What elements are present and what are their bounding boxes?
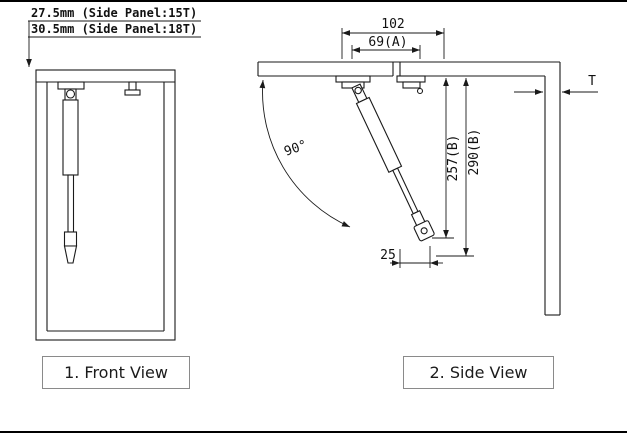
dim-102-label: 102 xyxy=(381,17,404,32)
dim-69a: 69(A) xyxy=(351,35,421,59)
cylinder-body xyxy=(355,96,403,173)
dim-290b-label: 290(B) xyxy=(467,129,482,176)
opening-arc xyxy=(259,79,351,228)
dim-thickness-t: T xyxy=(514,74,598,95)
note-18t-label: 30.5mm (Side Panel:18T) xyxy=(31,22,197,36)
hinge-bracket xyxy=(396,75,426,95)
piston-rod xyxy=(392,167,419,215)
hinge-pin xyxy=(416,87,424,95)
angle-label: 90° xyxy=(282,138,309,160)
top-border-line xyxy=(0,0,627,2)
ball-joint-top xyxy=(354,86,362,95)
ball-joint xyxy=(65,89,76,99)
top-bracket-plate xyxy=(57,81,85,90)
dim-69a-label: 69(A) xyxy=(368,35,407,50)
front-view-caption: 1. Front View xyxy=(42,356,190,389)
bracket-plate xyxy=(335,75,371,83)
gas-spring-front xyxy=(57,81,85,264)
front-view-caption-label: 1. Front View xyxy=(64,363,168,382)
stud-head xyxy=(124,89,141,96)
gas-spring-side xyxy=(351,83,435,242)
dim-25-label: 25 xyxy=(380,248,396,263)
cylinder-body xyxy=(62,99,79,176)
dim-257b-label: 257(B) xyxy=(446,135,461,182)
front-view-drawing xyxy=(35,69,176,341)
end-fitting xyxy=(63,231,78,247)
cabinet-outline xyxy=(35,69,176,341)
dim-t-label: T xyxy=(588,74,596,89)
dim-25: 25 xyxy=(380,246,443,268)
spring-top-bracket xyxy=(335,75,371,89)
ball-joint-bottom xyxy=(420,227,428,235)
dim-290b: 290(B) xyxy=(436,77,482,257)
side-view-caption-label: 2. Side View xyxy=(429,363,528,382)
dim-102: 102 xyxy=(341,17,445,59)
piston-rod xyxy=(67,174,75,233)
mounting-stud xyxy=(124,81,141,96)
bottom-border-line xyxy=(0,431,627,433)
stud-shaft xyxy=(128,81,137,91)
hinge-arm xyxy=(402,81,421,89)
side-view-caption: 2. Side View xyxy=(403,356,554,389)
end-tip xyxy=(63,245,78,264)
panel-thickness-notes: 27.5mm (Side Panel:15T) 30.5mm (Side Pan… xyxy=(26,6,201,68)
note-15t-label: 27.5mm (Side Panel:15T) xyxy=(31,6,197,20)
side-view-drawing: 90° 102 xyxy=(257,17,598,316)
hinge-plate xyxy=(396,75,426,83)
dim-257b: 257(B) xyxy=(432,77,461,239)
